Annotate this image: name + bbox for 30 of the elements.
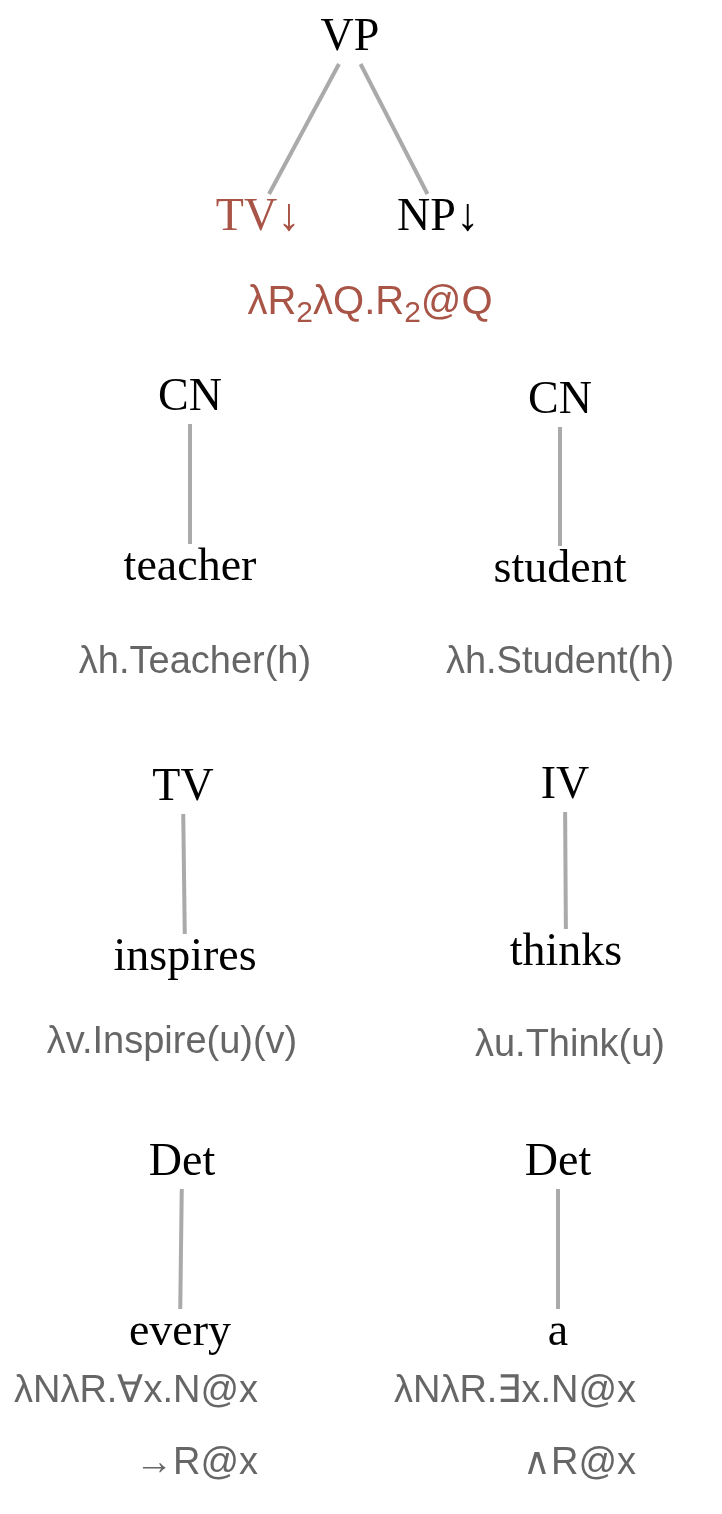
tree-branch [358, 63, 430, 195]
tree-branch [563, 812, 568, 929]
lambda-formula: λh.Teacher(h) [78, 637, 312, 683]
tree-label: IV [540, 760, 590, 806]
tree-branch [188, 424, 192, 544]
tree-label: teacher [123, 542, 257, 588]
tree-label: inspires [113, 932, 257, 978]
tree-label: NP↓ [397, 192, 479, 238]
tree-branch [181, 813, 187, 935]
lambda-formula: λNλR.∀x.N@x →R@x [12, 1366, 258, 1484]
tree-label: every [128, 1307, 232, 1353]
tree-label: VP [320, 12, 380, 58]
tree-branch [178, 1188, 184, 1310]
tree-label: Det [148, 1137, 216, 1183]
tree-label: CN [528, 375, 592, 421]
lambda-formula: λNλR.∃x.N@x ∧R@x [392, 1366, 636, 1484]
lambda-formula: λh.Student(h) [445, 637, 675, 683]
tree-label: CN [158, 372, 222, 418]
lambda-formula: λR$_{2}$λQ.R$_{2}$@Q [247, 280, 493, 320]
tree-label: thinks [509, 927, 623, 973]
tree-branch [556, 1189, 560, 1309]
lambda-formula: λv.Inspire(u)(v) [46, 1017, 298, 1063]
lambda-formula: λu.Think(u) [474, 1020, 666, 1066]
tree-label: a [547, 1307, 569, 1353]
tree-branch [267, 63, 341, 195]
tree-branch [558, 427, 562, 546]
tree-label: TV↓ [215, 192, 301, 238]
tree-label: Det [524, 1137, 592, 1183]
tree-label: student [493, 544, 627, 590]
tree-label: TV [152, 762, 214, 808]
